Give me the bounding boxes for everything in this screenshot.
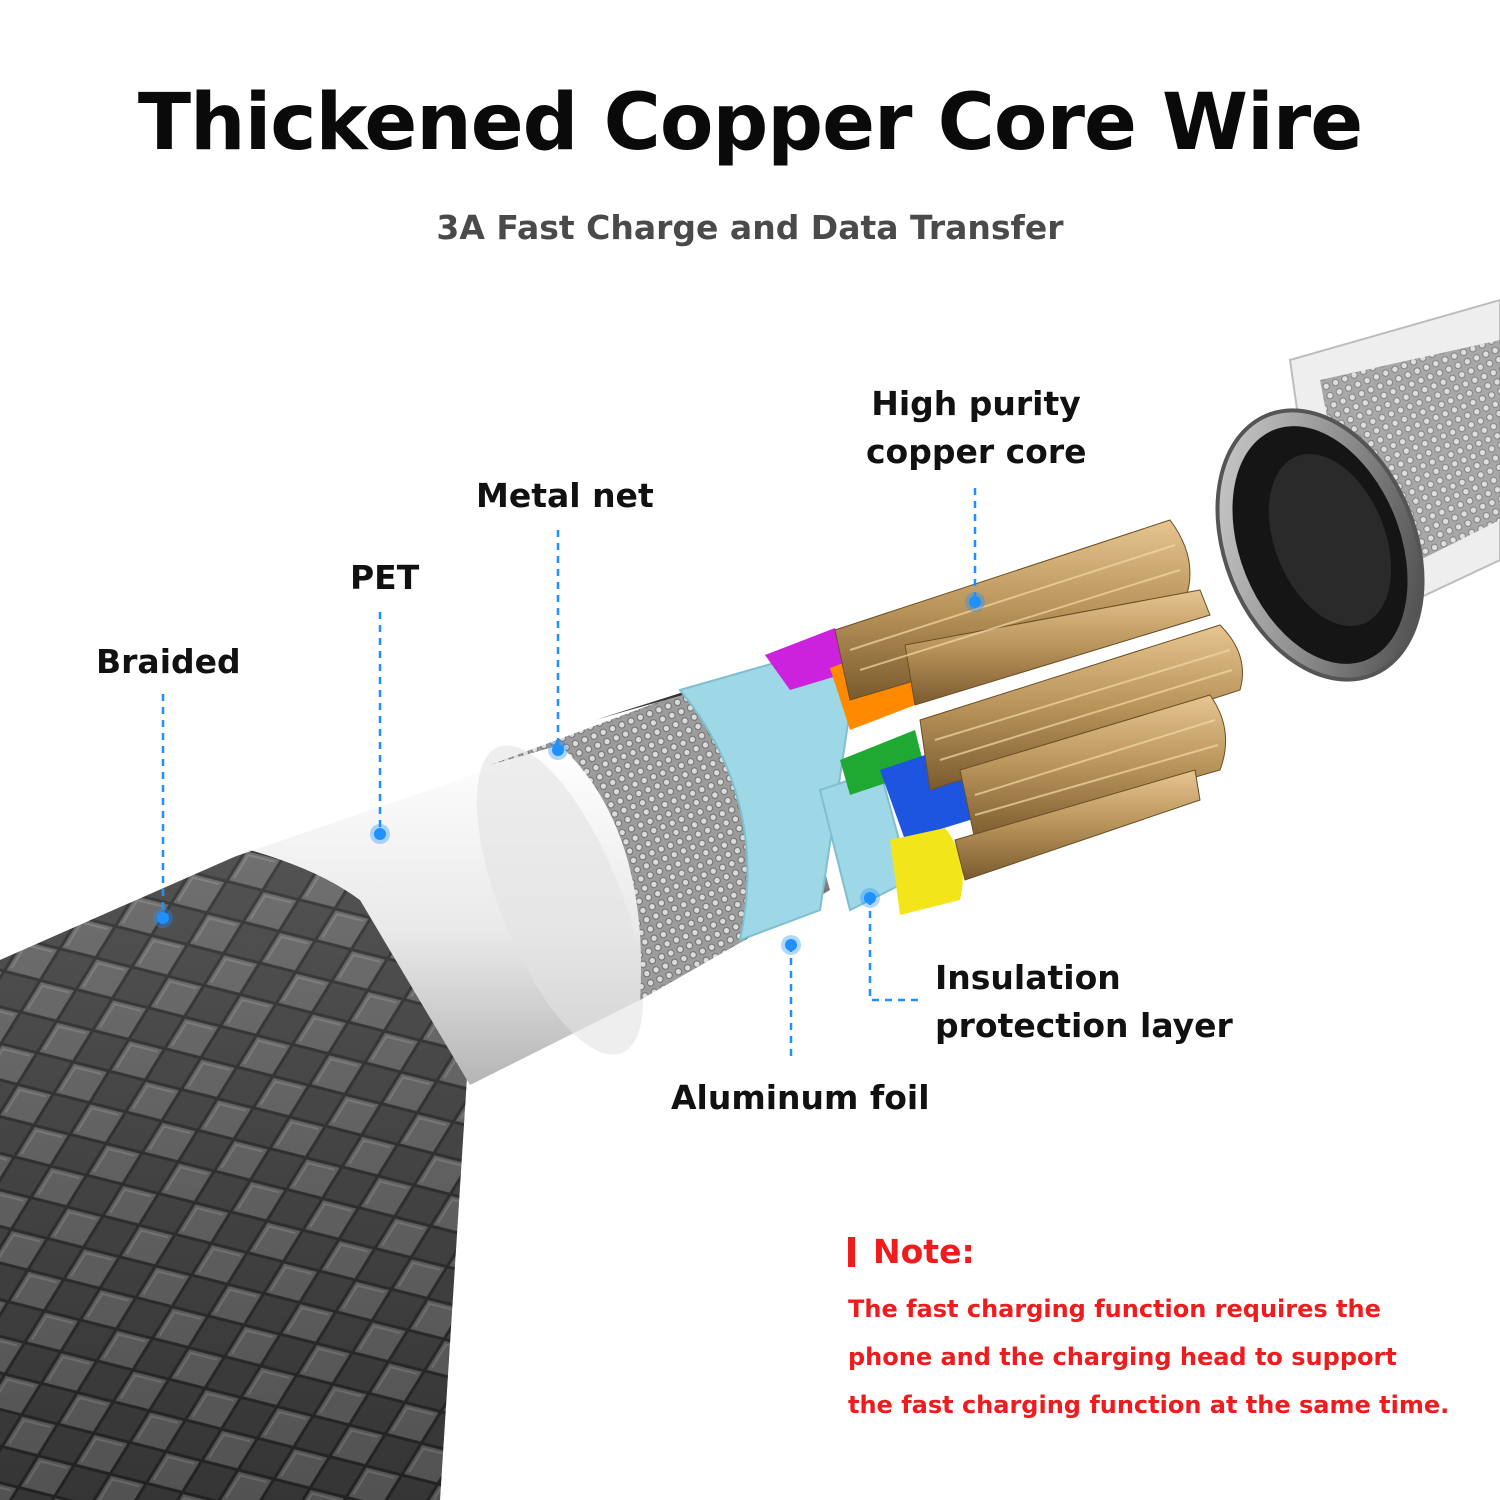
label-braided: Braided <box>96 642 241 681</box>
metal-net-layer <box>490 690 748 1000</box>
label-line: Insulation <box>935 958 1121 997</box>
label-line: copper core <box>866 432 1087 471</box>
note-heading: Note: <box>848 1232 1448 1271</box>
page-title: Thickened Copper Core Wire <box>137 78 1363 168</box>
insulation-sleeve <box>678 648 852 942</box>
note-line-3: the fast charging function at the same t… <box>848 1391 1450 1419</box>
note-line-2: phone and the charging head to support <box>848 1343 1397 1371</box>
label-metal-net: Metal net <box>476 476 654 515</box>
label-high-purity-copper-core: High purity copper core <box>866 380 1087 476</box>
label-aluminum-foil: Aluminum foil <box>671 1078 930 1117</box>
callout-dots <box>153 592 985 955</box>
callout-lines <box>161 488 977 1062</box>
note-heading-text: Note: <box>873 1232 975 1271</box>
connector-plug <box>1215 298 1500 682</box>
page-subtitle: 3A Fast Charge and Data Transfer <box>436 208 1064 247</box>
label-line: High purity <box>871 384 1081 423</box>
note-marker-icon <box>848 1236 855 1267</box>
label-pet: PET <box>350 558 420 597</box>
label-insulation-protection-layer: Insulation protection layer <box>935 954 1233 1050</box>
note-box: Note: The fast charging function require… <box>848 1232 1450 1429</box>
note-line-1: The fast charging function requires the <box>848 1295 1381 1323</box>
label-line: protection layer <box>935 1006 1233 1045</box>
copper-strands <box>834 519 1243 881</box>
